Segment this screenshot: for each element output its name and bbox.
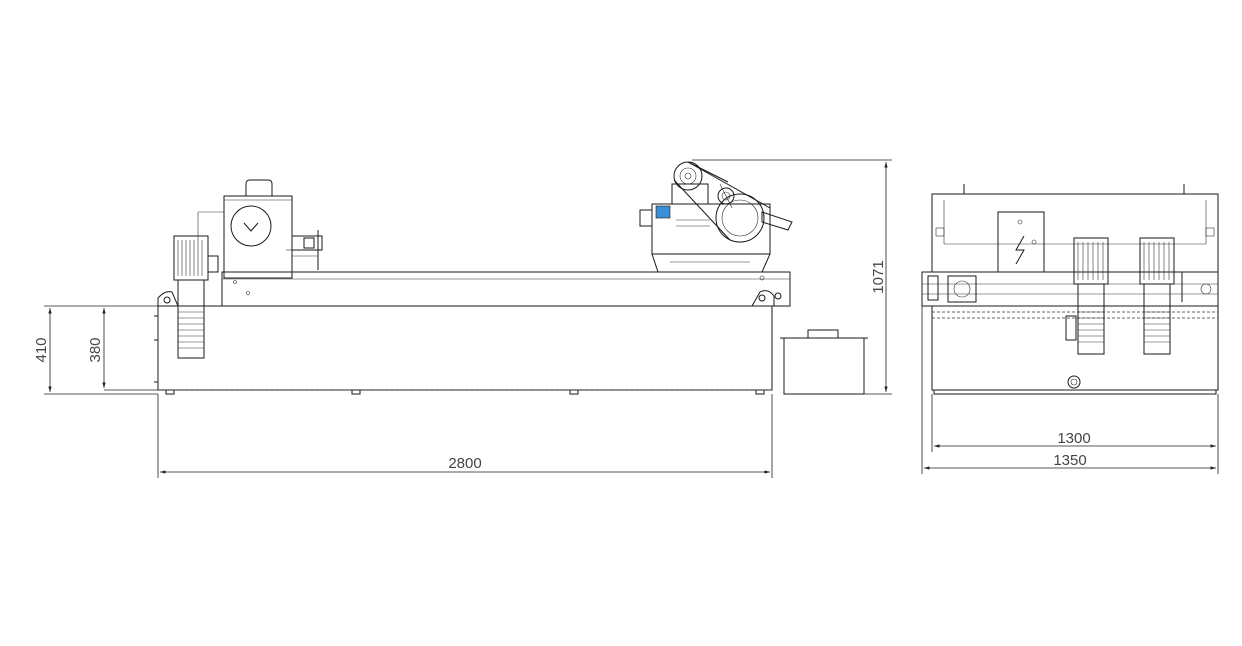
magnetic-drum-drive [639, 161, 793, 273]
dim-text-2800: 2800 [448, 455, 481, 472]
filter-unit [197, 179, 323, 279]
dim-text-1350: 1350 [1053, 452, 1086, 469]
front-view: 1300 1350 [921, 184, 1219, 474]
dim-text-1071: 1071 [870, 260, 887, 293]
dim-text-410: 410 [33, 337, 50, 362]
dim-text-1300: 1300 [1057, 430, 1090, 447]
lifting-lug-right [751, 290, 775, 307]
dim-text-380: 380 [87, 337, 104, 362]
dimension-410: 410 [33, 305, 158, 395]
sludge-tray [780, 329, 868, 395]
conveyor-frame [221, 271, 791, 307]
pump-motor-front-2 [1139, 237, 1175, 355]
pump-motor-front-1 [1073, 237, 1109, 355]
lifting-lug-left [157, 291, 179, 307]
dimension-1350: 1350 [921, 306, 1219, 474]
drain-port [1067, 375, 1081, 389]
dimension-380: 380 [87, 308, 158, 391]
main-tank [157, 305, 773, 391]
dimension-2800: 2800 [157, 394, 773, 478]
dimension-1300: 1300 [931, 394, 1219, 452]
pump-motor-left [173, 235, 219, 359]
side-view: 2800 410 380 1071 [33, 159, 892, 478]
dimension-1071: 1071 [692, 159, 892, 395]
